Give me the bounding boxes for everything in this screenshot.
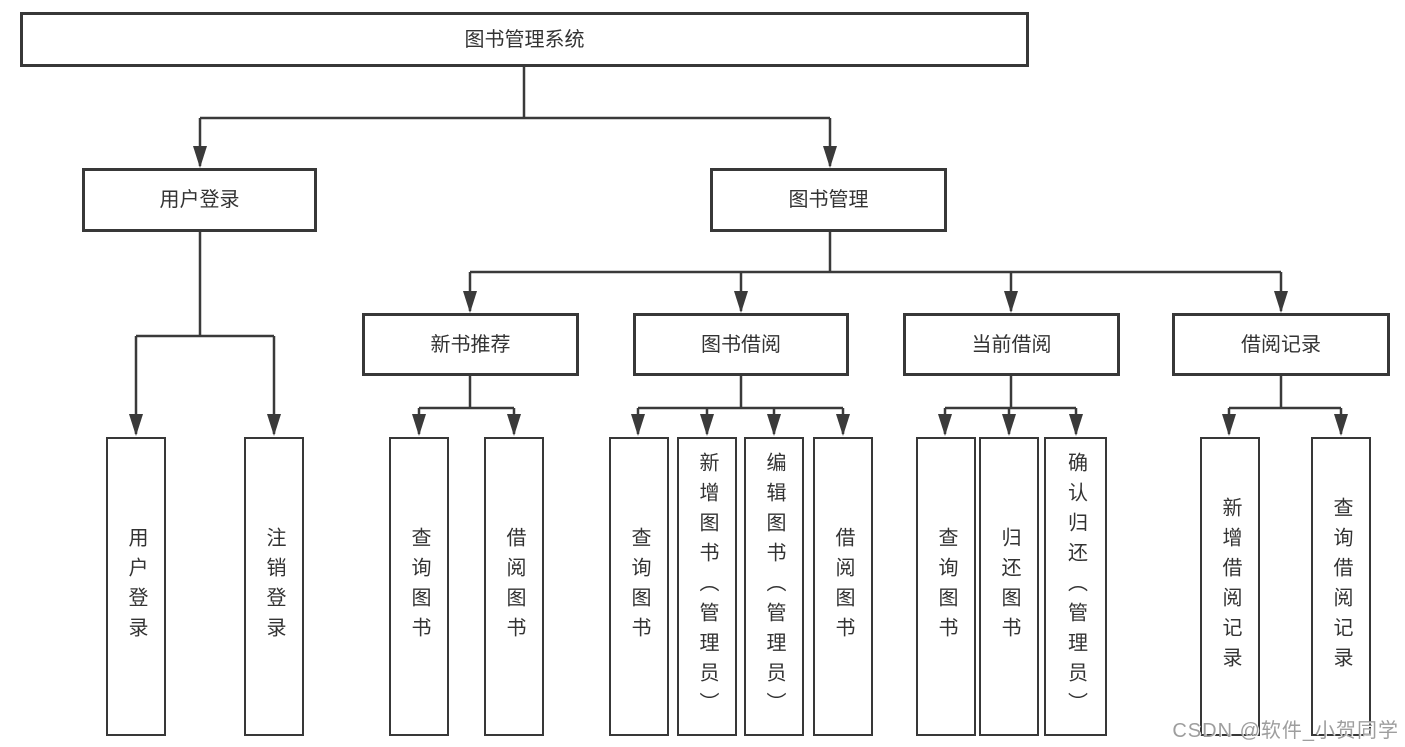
leaf-logout-label: 注销登录 <box>263 526 285 647</box>
watermark: CSDN @软件_小贺同学 <box>1172 720 1399 742</box>
leaf-borrow-edit-books: 编辑图书（管理员） <box>744 437 804 736</box>
leaf-borrow-borrow-books: 借阅图书 <box>813 437 873 736</box>
leaf-current-confirm-return: 确认归还（管理员） <box>1044 437 1107 736</box>
node-user-login-label: 用户登录 <box>159 189 240 211</box>
node-root: 图书管理系统 <box>20 12 1029 67</box>
leaf-borrow-query-books-label: 查询图书 <box>628 526 650 647</box>
leaf-records-query-record-label: 查询借阅记录 <box>1330 496 1352 677</box>
node-user-login: 用户登录 <box>82 168 317 232</box>
node-book-borrow-label: 图书借阅 <box>701 333 781 356</box>
node-book-management-label: 图书管理 <box>788 189 869 211</box>
leaf-records-query-record: 查询借阅记录 <box>1311 437 1371 736</box>
leaf-records-add-record-label: 新增借阅记录 <box>1219 496 1241 677</box>
leaf-current-query-books-label: 查询图书 <box>935 526 957 647</box>
leaf-borrow-add-books-label: 新增图书（管理员） <box>696 451 718 722</box>
leaf-user-login-label: 用户登录 <box>125 526 147 647</box>
leaf-newbook-borrow-books-label: 借阅图书 <box>503 526 525 647</box>
leaf-logout: 注销登录 <box>244 437 304 736</box>
node-current-borrow-label: 当前借阅 <box>971 333 1052 356</box>
node-borrow-records: 借阅记录 <box>1172 313 1390 376</box>
leaf-newbook-borrow-books: 借阅图书 <box>484 437 544 736</box>
leaf-newbook-query-books: 查询图书 <box>389 437 449 736</box>
node-book-management: 图书管理 <box>710 168 947 232</box>
node-book-borrow: 图书借阅 <box>633 313 849 376</box>
leaf-current-return-books: 归还图书 <box>979 437 1039 736</box>
leaf-current-query-books: 查询图书 <box>916 437 976 736</box>
leaf-borrow-add-books: 新增图书（管理员） <box>677 437 737 736</box>
leaf-borrow-edit-books-label: 编辑图书（管理员） <box>763 451 785 722</box>
node-root-label: 图书管理系统 <box>464 28 585 51</box>
node-current-borrow: 当前借阅 <box>903 313 1120 376</box>
leaf-borrow-query-books: 查询图书 <box>609 437 669 736</box>
node-new-book-recommend-label: 新书推荐 <box>430 333 511 356</box>
leaf-user-login: 用户登录 <box>106 437 166 736</box>
leaf-current-return-books-label: 归还图书 <box>998 526 1020 647</box>
leaf-newbook-query-books-label: 查询图书 <box>408 526 430 647</box>
leaf-borrow-borrow-books-label: 借阅图书 <box>832 526 854 647</box>
leaf-records-add-record: 新增借阅记录 <box>1200 437 1260 736</box>
node-borrow-records-label: 借阅记录 <box>1241 333 1321 356</box>
node-new-book-recommend: 新书推荐 <box>362 313 579 376</box>
leaf-current-confirm-return-label: 确认归还（管理员） <box>1064 451 1087 722</box>
